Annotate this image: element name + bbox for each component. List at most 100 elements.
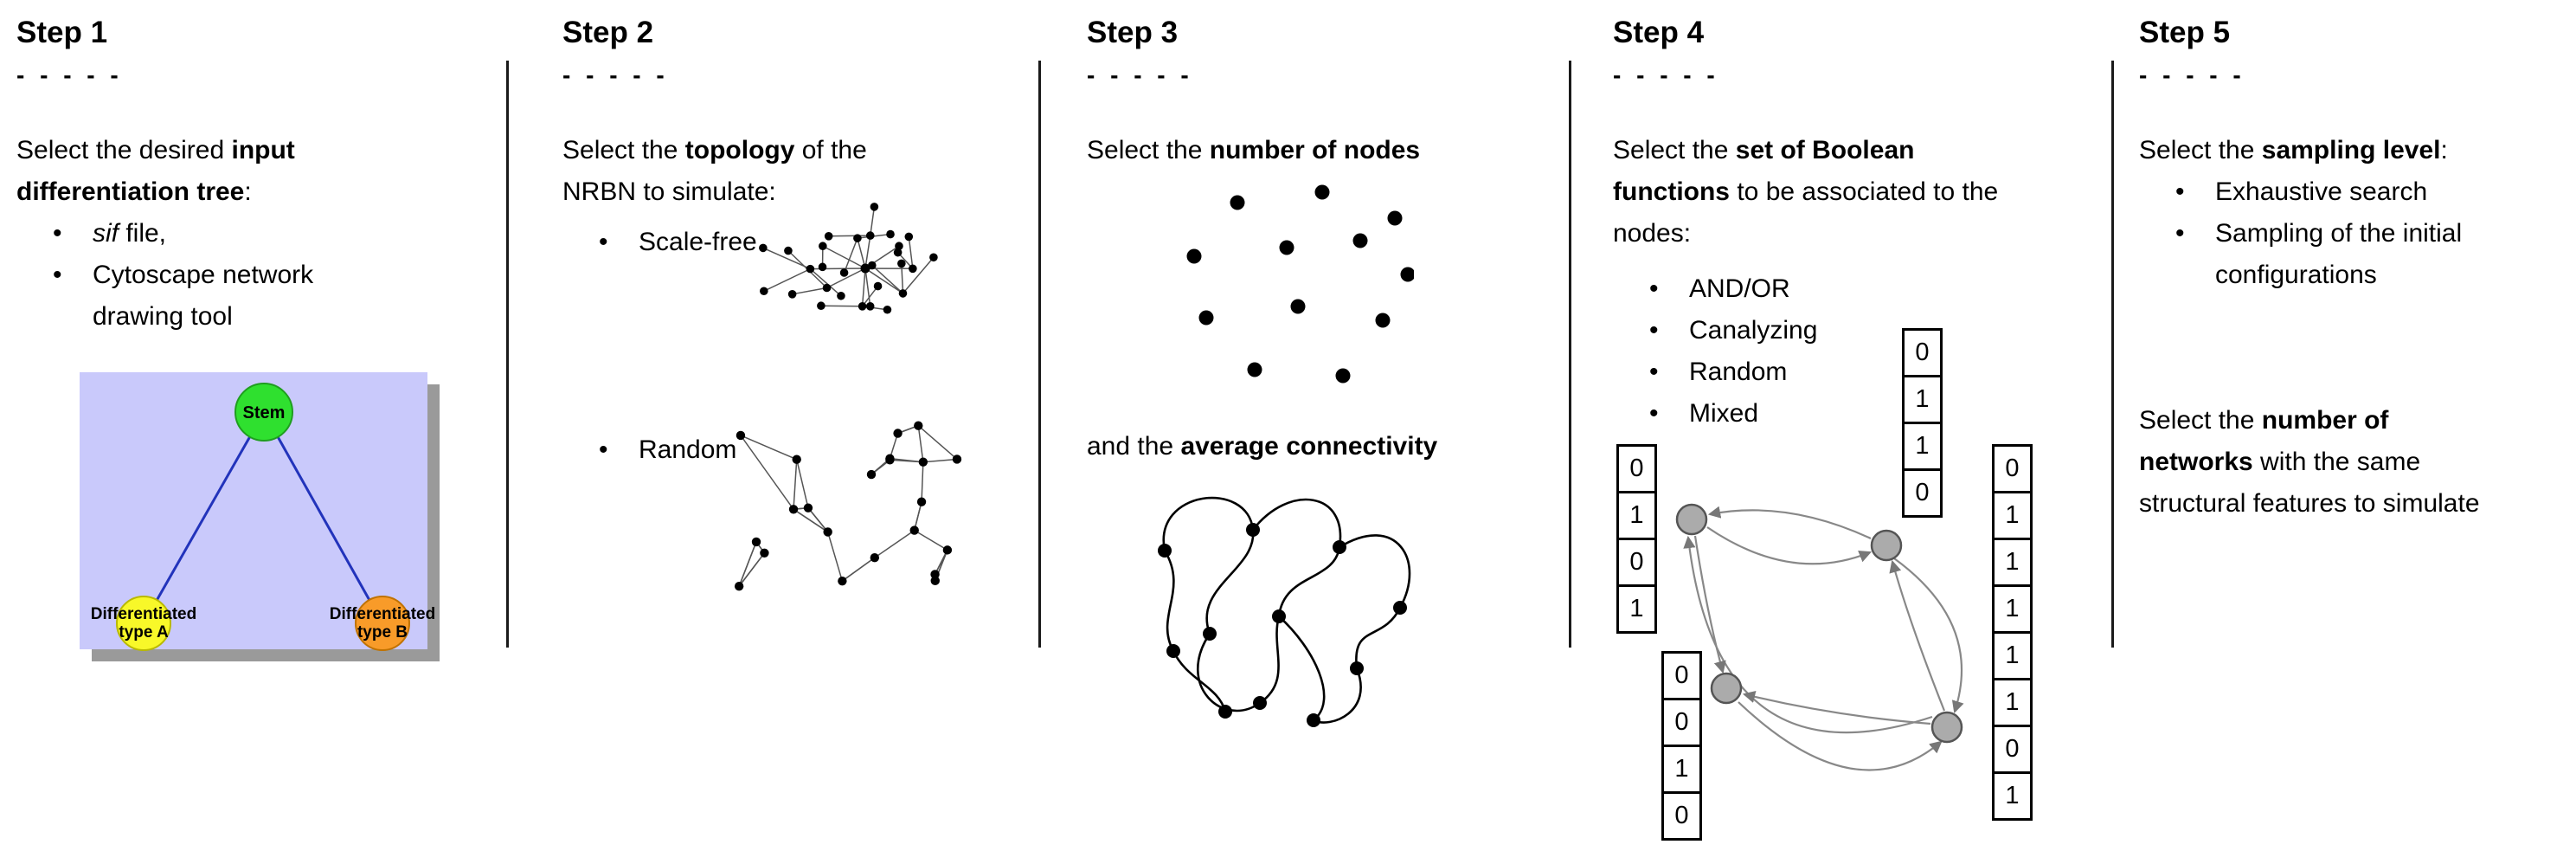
network-node-dot [787, 290, 797, 299]
step5-dashes: - - - - - [2139, 61, 2244, 88]
column-divider-3 [1569, 61, 1571, 648]
tree-edge-a [142, 411, 266, 624]
node-dot [1350, 661, 1364, 675]
node-dot [1387, 210, 1403, 226]
network-edge [917, 425, 958, 461]
truth-table-cell: 0 [1992, 444, 2033, 493]
stem-label: Stem [243, 403, 286, 422]
truth-table-cell: 1 [1661, 745, 1702, 794]
network-node-dot [898, 289, 908, 298]
network-edge [864, 235, 871, 269]
network-node-dot [822, 283, 832, 293]
column-divider-1 [506, 61, 509, 648]
step2-dashes: - - - - - [562, 61, 667, 88]
network-node-dot [760, 548, 769, 558]
truth-table-cell: 1 [1992, 771, 2033, 821]
bullet-mixed: Mixed [1613, 393, 2085, 435]
network-edge [738, 552, 766, 587]
network-node-dot [942, 545, 953, 555]
nodes-scatter-figure [1186, 184, 1414, 384]
network-node-dot [818, 262, 827, 272]
step5-intro: Select the sampling level: [2139, 136, 2448, 164]
network-node-dot [866, 469, 877, 480]
connectivity-edge [1278, 616, 1326, 722]
column-divider-2 [1038, 61, 1041, 648]
node-dot [1198, 310, 1214, 326]
boolean-node-d [1930, 711, 1963, 744]
boolean-network-graph [1675, 503, 1964, 771]
truth-table-cell: 0 [1616, 444, 1657, 493]
truth-table-cell: 1 [1616, 491, 1657, 540]
column-divider-4 [2111, 61, 2114, 648]
node-dot [1375, 313, 1391, 328]
network-node-dot [893, 248, 903, 257]
truth-table-cell: 1 [1992, 491, 2033, 540]
type-b-label-line1: Differentiated [330, 605, 435, 623]
network-edge [793, 459, 798, 510]
truth-table-cell: 1 [1902, 422, 1943, 471]
network-node-dot [929, 253, 938, 262]
network-edge [843, 237, 858, 274]
step3-connectivity-text: and the average connectivity [1087, 432, 1438, 461]
step1-intro-colon: : [244, 177, 252, 206]
node-dot [1314, 184, 1330, 200]
truth-table-cell: 1 [1902, 375, 1943, 424]
differentiation-tree-figure: Stem Differentiated type A Differentiate… [80, 372, 440, 661]
network-node-dot [736, 430, 746, 441]
network-edge [864, 268, 903, 294]
truth-table-cell: 0 [1661, 698, 1702, 747]
network-edge [793, 508, 829, 533]
network-edge [826, 268, 866, 289]
network-node-dot [824, 232, 833, 241]
edge-a-to-b [1706, 526, 1872, 565]
network-edge [738, 541, 757, 587]
network-node-dot [837, 291, 845, 300]
network-edge [917, 425, 924, 462]
bullet-scale-free: Scale-free [562, 222, 757, 263]
network-edge [890, 457, 923, 463]
step4-intro: Select the set of Boolean functions to b… [1613, 136, 1999, 248]
type-a-node [116, 596, 171, 651]
boolean-node-b [1870, 529, 1903, 562]
bullet-random-functions: Random [1613, 351, 2085, 393]
network-node-dot [760, 287, 768, 296]
node-dot [1393, 601, 1407, 615]
tree-edge-b [262, 411, 384, 624]
step5-title: Step 5 [2139, 16, 2231, 49]
network-edge [870, 206, 876, 236]
truth-table-cell: 0 [1661, 651, 1702, 700]
connectivity-edge [1162, 496, 1255, 635]
network-edge [908, 236, 914, 269]
network-node-dot [904, 232, 914, 242]
node-dot [1272, 609, 1286, 623]
network-node-dot [759, 243, 768, 253]
step1-dashes: - - - - - [16, 61, 121, 88]
network-node-dot [865, 302, 875, 311]
network-node-dot [893, 429, 903, 438]
network-node-dot [838, 576, 847, 586]
network-node-dot [853, 234, 862, 242]
random-network-figure [734, 421, 962, 591]
node-dot [1307, 713, 1320, 727]
bullet-exhaustive-search: Exhaustive search [2139, 171, 2573, 213]
network-node-dot [751, 537, 761, 547]
node-dot [1333, 540, 1346, 554]
network-node-dot [886, 229, 895, 239]
truth-table-cell: 1 [1992, 678, 2033, 727]
edge-b-to-d [1893, 558, 1964, 714]
network-node-dot [895, 242, 903, 251]
type-b-label-line2: type B [357, 623, 408, 641]
step1-title: Step 1 [16, 16, 108, 49]
network-node-dot [930, 576, 940, 586]
node-dot [1246, 523, 1260, 537]
network-node-dot [952, 455, 962, 464]
network-node-dot [873, 281, 883, 291]
edge-c-to-d [1738, 701, 1943, 771]
truth-table-cell: 1 [1616, 584, 1657, 634]
network-node-dot [916, 497, 927, 506]
